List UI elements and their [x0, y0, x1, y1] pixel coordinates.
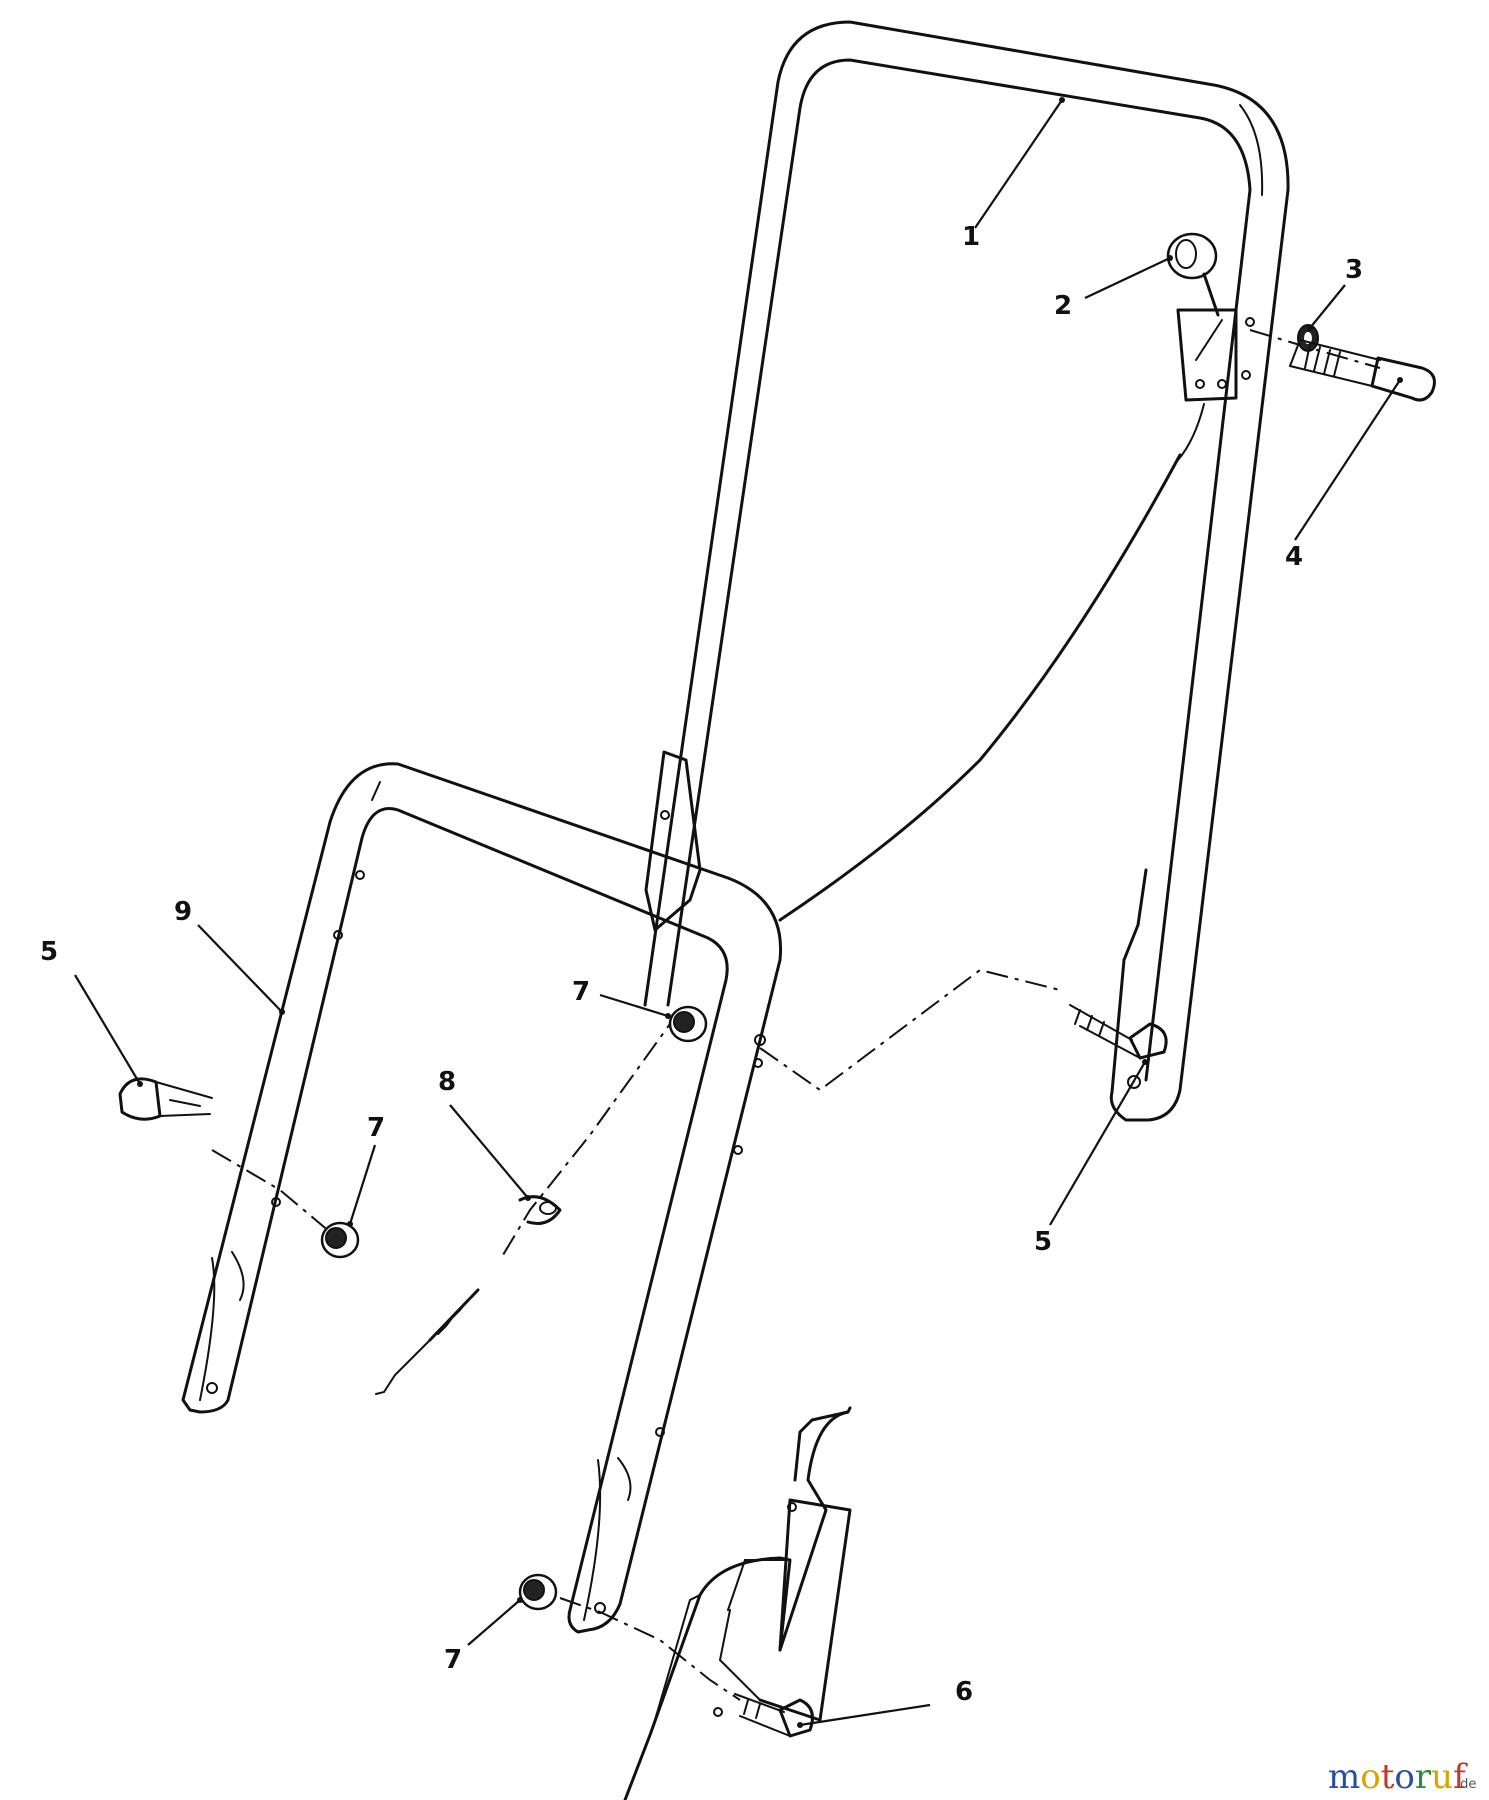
nut-7-lower [518, 1573, 558, 1611]
callout-1: 1 [962, 222, 980, 252]
callout-3: 3 [1345, 255, 1363, 285]
callout-labels: 1 2 3 4 5 5 6 7 7 7 8 9 [40, 222, 1363, 1707]
bolt-4 [1289, 339, 1436, 402]
control-lever-bracket [778, 232, 1238, 922]
bolt-5-left [118, 1077, 213, 1121]
callout-5-right: 5 [1034, 1227, 1052, 1257]
upper-handle [643, 20, 1290, 1122]
callout-7-upper: 7 [572, 977, 590, 1007]
washer-3 [1297, 324, 1319, 352]
callout-7-lower: 7 [444, 1645, 462, 1675]
nut-7-left [320, 1221, 360, 1259]
callout-8: 8 [438, 1067, 456, 1097]
wm-letter-t: t [1381, 1757, 1395, 1797]
nut-7-upper [668, 1005, 708, 1043]
cable-spring [375, 1288, 480, 1395]
bolt-5-right [1069, 1004, 1168, 1060]
lower-handle [181, 762, 783, 1634]
wm-letter-o1: o [1360, 1757, 1380, 1797]
callout-2: 2 [1054, 291, 1072, 321]
deck-bracket [623, 1406, 852, 1800]
bolt-6 [734, 1693, 814, 1738]
watermark-logo: motoruf .de [1328, 1757, 1476, 1797]
assembly-lines [211, 329, 1381, 1701]
wm-letter-o2: o [1394, 1757, 1414, 1797]
callout-5-left: 5 [40, 937, 58, 967]
wm-letter-m: m [1328, 1757, 1360, 1797]
callout-7-left: 7 [367, 1113, 385, 1143]
cable-clip-8 [518, 1195, 562, 1225]
wm-letter-u: u [1431, 1757, 1453, 1797]
callout-4: 4 [1285, 542, 1303, 572]
watermark-tld: .de [1456, 1777, 1476, 1792]
callout-6: 6 [955, 1677, 973, 1707]
watermark-text: motoruf [1328, 1757, 1468, 1797]
callout-9: 9 [174, 897, 192, 927]
leader-lines [74, 97, 1403, 1728]
wm-letter-f: f [1453, 1757, 1468, 1797]
wm-letter-r: r [1415, 1757, 1432, 1797]
